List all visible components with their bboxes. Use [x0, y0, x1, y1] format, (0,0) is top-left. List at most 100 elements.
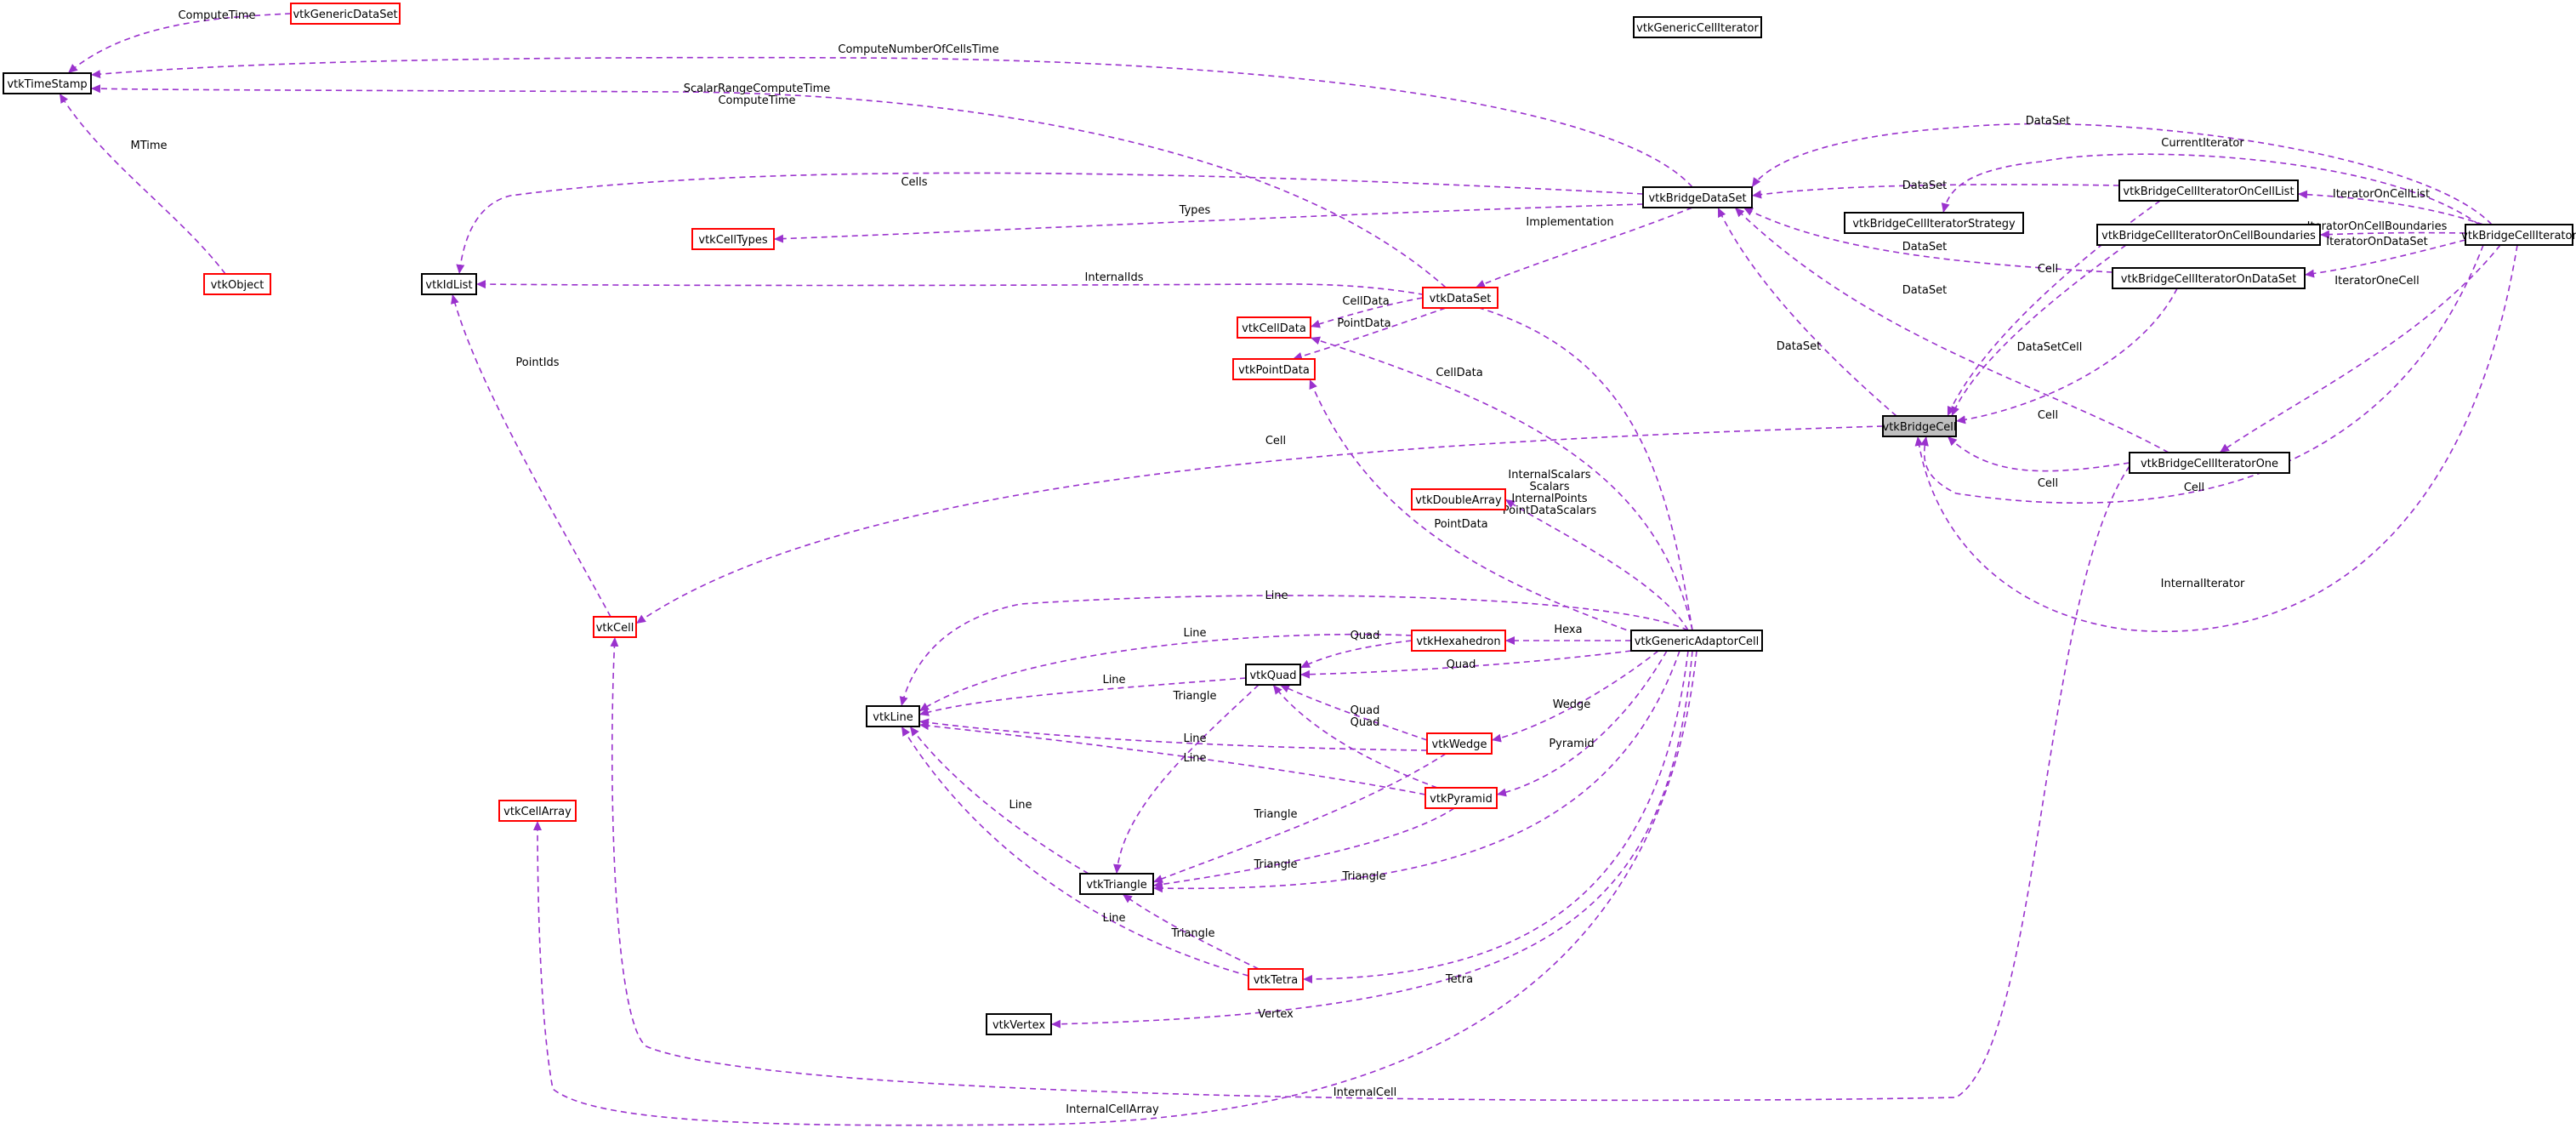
class-node-id-list[interactable]: vtkIdList	[421, 273, 477, 295]
class-node-label: vtkDataSet	[1430, 293, 1492, 305]
usage-edge-generic-adaptor-cell-to-vertex	[1050, 650, 1693, 1029]
class-node-triangle[interactable]: vtkTriangle	[1079, 873, 1154, 895]
class-node-double-array[interactable]: vtkDoubleArray	[1411, 488, 1506, 510]
class-node-label: vtkBridgeCell	[1883, 421, 1957, 434]
usage-edge-bridge-cell-iterator-on-data-set-to-bridge-cell	[1955, 288, 2178, 425]
class-node-box	[1232, 358, 1316, 380]
class-node-bridge-cell-iterator-one[interactable]: vtkBridgeCellIteratorOne	[2129, 452, 2290, 474]
usage-edge-pyramid-to-triangle	[1152, 807, 1455, 889]
class-node-bridge-cell-iterator[interactable]: vtkBridgeCellIterator	[2461, 224, 2576, 246]
edge-label: CellData	[1436, 367, 1482, 379]
usage-edge-data-set-to-cell-data	[1310, 297, 1424, 328]
class-node-label: vtkQuad	[1249, 670, 1296, 682]
edge-label: Cell	[2038, 477, 2058, 490]
usage-edge-generic-adaptor-cell-to-triangle	[1152, 650, 1680, 893]
usage-edge-generic-adaptor-cell-to-tetra	[1302, 650, 1689, 983]
usage-edge-generic-adaptor-cell-to-pyramid	[1496, 650, 1668, 797]
class-node-label: vtkBridgeCellIteratorOnCellBoundaries	[2101, 230, 2316, 242]
edge-label: CurrentIterator	[2161, 137, 2244, 150]
class-node-generic-cell-iterator[interactable]: vtkGenericCellIterator	[1633, 16, 1762, 38]
edge-label: Line	[1102, 912, 1125, 925]
edge-label: PointData	[1337, 317, 1390, 330]
class-node-box	[691, 228, 775, 250]
class-node-cell-array[interactable]: vtkCellArray	[498, 800, 577, 822]
usage-edge-generic-adaptor-cell-to-wedge	[1491, 650, 1659, 743]
usage-edge-bridge-data-set-to-data-set	[1475, 207, 1693, 288]
usage-edge-wedge-to-line	[918, 718, 1428, 751]
usage-edge-pyramid-to-line	[918, 721, 1426, 795]
usage-edge-bridge-cell-iterator-to-bridge-cell-iterator-strategy	[1941, 153, 2480, 225]
class-node-tetra[interactable]: vtkTetra	[1248, 968, 1304, 990]
class-node-label: vtkTetra	[1254, 974, 1298, 987]
usage-edge-bridge-data-set-to-cell-types	[773, 203, 1644, 243]
class-node-line[interactable]: vtkLine	[866, 705, 920, 727]
usage-edge-bridge-cell-iterator-to-bridge-cell-iterator-one	[2219, 244, 2501, 453]
edge-label: InternalIterator	[2161, 578, 2245, 590]
edge-label: Pyramid	[1549, 738, 1594, 750]
class-node-bridge-data-set[interactable]: vtkBridgeDataSet	[1642, 186, 1753, 208]
usage-edge-data-set-to-point-data	[1292, 307, 1447, 361]
usage-edge-bridge-cell-iterator-to-bridge-cell-iterator-on-cell-list	[2297, 190, 2484, 225]
edge-label: Cells	[901, 176, 927, 189]
class-node-time-stamp[interactable]: vtkTimeStamp	[3, 72, 92, 94]
class-node-bridge-cell-iterator-on-cell-boundaries[interactable]: vtkBridgeCellIteratorOnCellBoundaries	[2096, 224, 2321, 246]
class-node-bridge-cell[interactable]: vtkBridgeCell	[1882, 415, 1957, 437]
edge-label: Implementation	[1526, 216, 1613, 229]
class-node-bridge-cell-iterator-on-data-set[interactable]: vtkBridgeCellIteratorOnDataSet	[2112, 267, 2306, 289]
edge-label: DataSet	[2026, 115, 2070, 128]
class-node-object[interactable]: vtkObject	[203, 273, 271, 295]
class-node-bridge-cell-iterator-strategy[interactable]: vtkBridgeCellIteratorStrategy	[1844, 212, 2024, 234]
class-node-point-data[interactable]: vtkPointData	[1232, 358, 1316, 380]
class-node-box	[1844, 212, 2024, 234]
edge-label: Line	[1183, 752, 1206, 765]
edge-label: Cell	[2184, 482, 2204, 494]
edge-label: Line	[1102, 674, 1125, 687]
class-node-hexahedron[interactable]: vtkHexahedron	[1411, 630, 1506, 652]
class-node-vertex[interactable]: vtkVertex	[986, 1013, 1052, 1035]
edges-layer	[59, 13, 2518, 1126]
edge-label: ComputeTime	[178, 9, 255, 22]
edge-label: DataSet	[1902, 284, 1947, 297]
class-node-box	[2465, 224, 2573, 246]
class-node-box	[498, 800, 577, 822]
class-node-cell-data[interactable]: vtkCellData	[1237, 316, 1311, 339]
class-node-label: vtkBridgeCellIterator	[2461, 230, 2576, 242]
class-node-wedge[interactable]: vtkWedge	[1426, 732, 1493, 755]
class-node-label: vtkCellArray	[503, 806, 571, 818]
class-node-label: vtkCellData	[1242, 322, 1306, 335]
edge-label: InternalIds	[1085, 271, 1144, 284]
usage-edge-bridge-cell-iterator-on-data-set-to-bridge-data-set	[1743, 207, 2113, 273]
class-node-cell-types[interactable]: vtkCellTypes	[691, 228, 775, 250]
class-node-label: vtkBridgeCellIteratorStrategy	[1852, 218, 2016, 231]
class-node-pyramid[interactable]: vtkPyramid	[1424, 787, 1498, 809]
edge-label: DataSet	[1902, 241, 1947, 254]
usage-edge-data-set-to-time-stamp	[90, 84, 1447, 288]
class-node-generic-adaptor-cell[interactable]: vtkGenericAdaptorCell	[1630, 630, 1763, 652]
usage-edge-tetra-to-triangle	[1122, 893, 1260, 970]
class-node-cell[interactable]: vtkCell	[593, 616, 637, 638]
class-node-bridge-cell-iterator-on-cell-list[interactable]: vtkBridgeCellIteratorOnCellList	[2118, 180, 2299, 202]
class-node-data-set[interactable]: vtkDataSet	[1422, 287, 1498, 309]
edge-label: Wedge	[1553, 698, 1591, 711]
class-node-generic-data-set[interactable]: vtkGenericDataSet	[290, 3, 401, 25]
class-node-label: vtkTimeStamp	[7, 78, 87, 91]
edge-label: PointData	[1434, 518, 1487, 531]
class-node-box	[1882, 415, 1957, 437]
edge-label: Vertex	[1258, 1008, 1294, 1021]
class-node-label: vtkDoubleArray	[1415, 494, 1502, 507]
usage-edge-generic-adaptor-cell-to-id-list	[475, 280, 1693, 631]
usage-edge-generic-adaptor-cell-to-quad	[1299, 650, 1632, 679]
edge-label: ComputeNumberOfCellsTime	[838, 43, 998, 56]
usage-edge-triangle-to-line	[909, 726, 1089, 875]
class-node-box	[593, 616, 637, 638]
usage-edge-tetra-to-line	[901, 726, 1249, 977]
class-node-box	[2129, 452, 2290, 474]
usage-edge-generic-adaptor-cell-to-cell-data	[1310, 336, 1693, 631]
class-node-quad[interactable]: vtkQuad	[1245, 664, 1301, 686]
edge-label: Line	[1183, 732, 1206, 745]
edge-label: MTime	[130, 140, 167, 152]
edge-label: IteratorOneCell	[2334, 275, 2419, 288]
usage-edge-pyramid-to-quad	[1272, 684, 1438, 789]
class-node-box	[421, 273, 477, 295]
